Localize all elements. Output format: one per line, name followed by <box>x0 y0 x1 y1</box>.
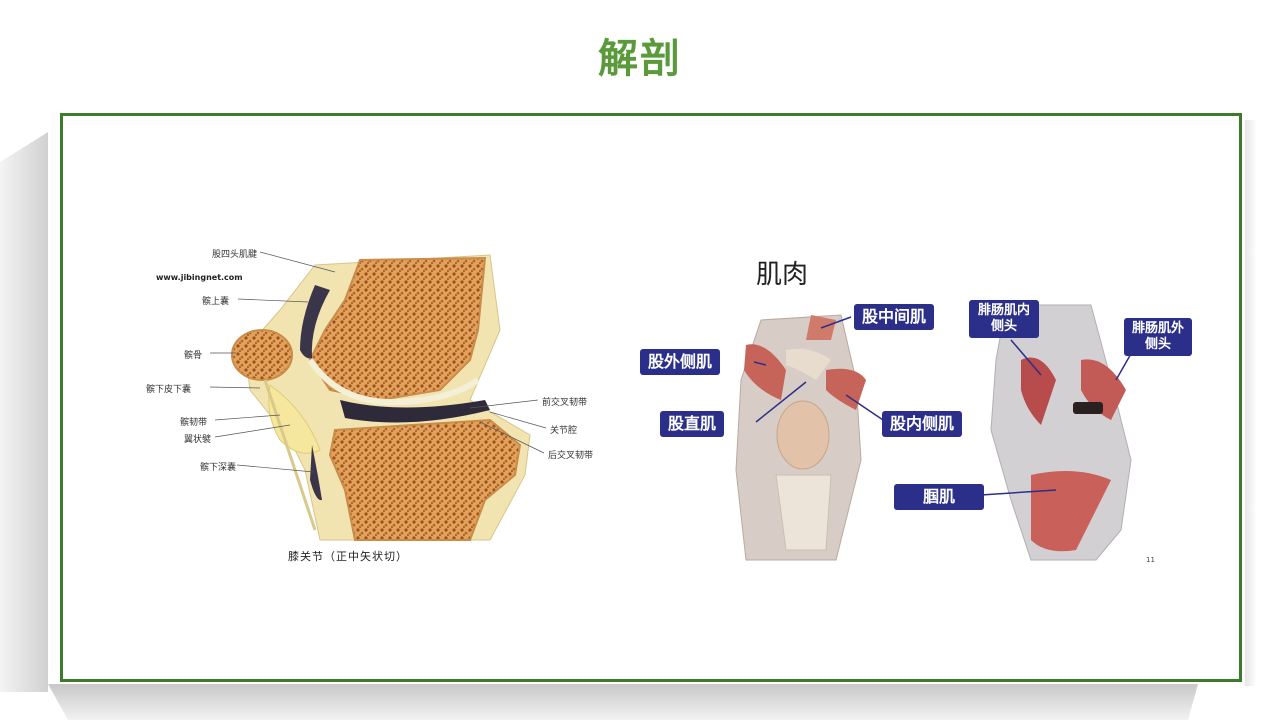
bottom-shadow <box>48 684 1198 720</box>
knee-sagittal-figure: www.jibingnet.com 股四头肌腱 髌上囊 髌骨 髌下皮下囊 髌韧带… <box>140 240 620 570</box>
knee-muscles-figure: 肌肉 股中间肌 股外侧肌 股直肌 股内侧肌 腓肠肌内侧头 腓肠肌外侧头 腘肌 1… <box>636 250 1196 570</box>
label-deep-infrapatellar-bursa: 髌下深囊 <box>200 463 237 473</box>
label-posterior-cruciate-ligament: 后交叉韧带 <box>548 451 594 461</box>
right-shadow <box>1245 120 1257 686</box>
label-anterior-cruciate-ligament: 前交叉韧带 <box>542 398 588 408</box>
tag-popliteus: 腘肌 <box>894 484 984 510</box>
label-joint-cavity: 关节腔 <box>550 426 578 436</box>
label-subcutaneous-infrapatellar-bursa: 髌下皮下囊 <box>146 385 192 395</box>
knee-section-illustration <box>231 254 531 541</box>
tag-rectus-femoris: 股直肌 <box>660 411 725 437</box>
left-shadow <box>0 132 48 692</box>
muscles-illustration <box>735 304 1137 561</box>
muscles-title: 肌肉 <box>756 260 809 290</box>
tag-gastrocnemius-lateral-head: 腓肠肌外侧头 <box>1124 318 1192 356</box>
label-alar-fold: 翼状襞 <box>184 435 212 445</box>
tag-vastus-medialis: 股内侧肌 <box>882 411 963 437</box>
tag-gastrocnemius-medial-head: 腓肠肌内侧头 <box>969 300 1039 338</box>
figure-page-number: 11 <box>1146 556 1155 564</box>
tag-vastus-lateralis: 股外侧肌 <box>640 349 721 375</box>
website-label: www.jibingnet.com <box>156 273 243 282</box>
label-patellar-ligament: 髌韧带 <box>180 418 208 428</box>
tag-vastus-intermedius: 股中间肌 <box>854 304 935 330</box>
figure-caption: 膝关节（正中矢状切） <box>288 550 408 563</box>
label-quadriceps-tendon: 股四头肌腱 <box>212 250 258 260</box>
label-suprapatellar-bursa: 髌上囊 <box>202 297 230 307</box>
label-patella: 髌骨 <box>184 351 203 361</box>
slide-title: 解剖 <box>598 36 682 82</box>
